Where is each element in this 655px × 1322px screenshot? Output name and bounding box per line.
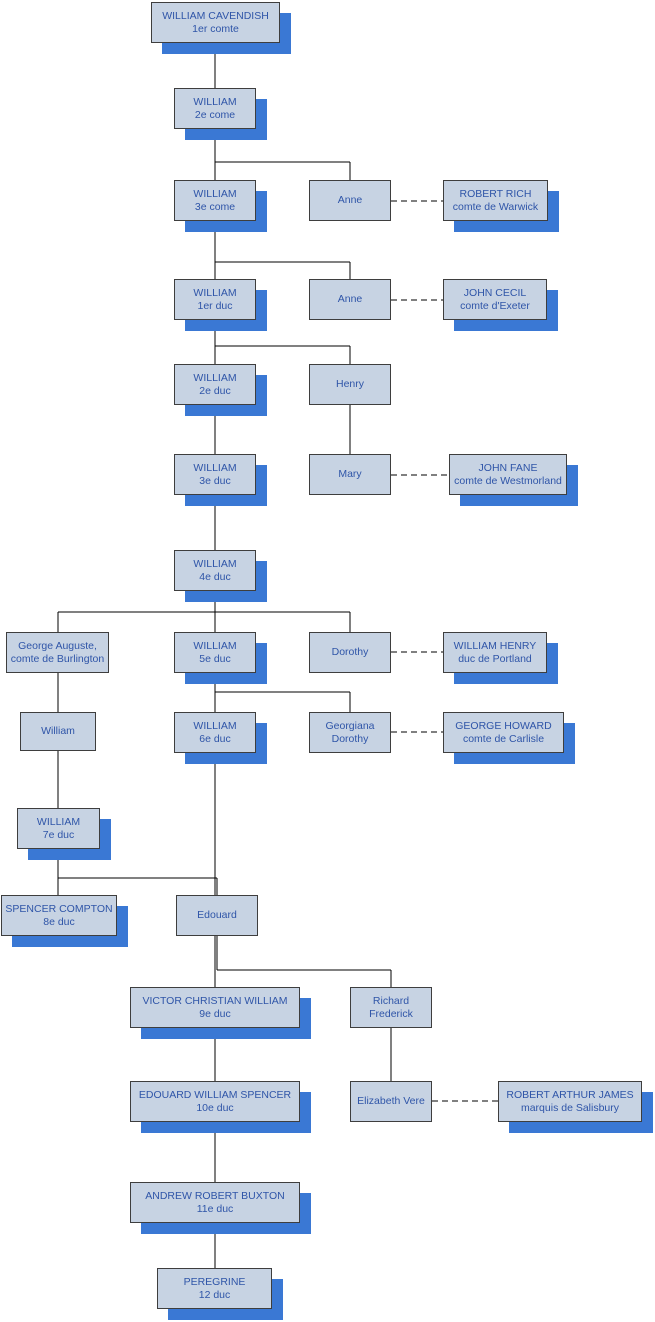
person-name: Anne bbox=[337, 293, 363, 305]
person-robert-rich: ROBERT RICH comte de Warwick bbox=[443, 180, 548, 221]
person-edouard: Edouard bbox=[176, 895, 258, 936]
person-name: PEREGRINE bbox=[183, 1275, 246, 1288]
person-name: WILLIAM bbox=[193, 187, 237, 200]
person-title: 4e duc bbox=[199, 570, 231, 583]
person-name: WILLIAM bbox=[193, 95, 237, 108]
person-name: George Auguste, bbox=[18, 639, 97, 652]
person-name: GEORGE HOWARD bbox=[455, 719, 552, 732]
person-william: William bbox=[20, 712, 96, 751]
person-william-5e-duc: WILLIAM 5e duc bbox=[174, 632, 256, 673]
person-title: 7e duc bbox=[42, 828, 75, 841]
person-title: 5e duc bbox=[199, 652, 231, 665]
person-title: 2e duc bbox=[199, 384, 231, 397]
person-title: 3e duc bbox=[199, 474, 231, 487]
person-name: SPENCER COMPTON bbox=[5, 902, 113, 915]
person-name: ANDREW ROBERT BUXTON bbox=[145, 1189, 285, 1202]
person-william-3e-duc: WILLIAM 3e duc bbox=[174, 454, 256, 495]
person-william-2e-come: WILLIAM 2e come bbox=[174, 88, 256, 129]
person-george-auguste: George Auguste, comte de Burlington bbox=[6, 632, 109, 673]
person-william-henry: WILLIAM HENRY duc de Portland bbox=[443, 632, 547, 673]
person-william-6e-duc: WILLIAM 6e duc bbox=[174, 712, 256, 753]
person-title: 8e duc bbox=[43, 915, 75, 928]
person-name: JOHN CECIL bbox=[463, 286, 527, 299]
person-name: VICTOR CHRISTIAN WILLIAM bbox=[142, 994, 288, 1007]
person-william-7e-duc: WILLIAM 7e duc bbox=[17, 808, 100, 849]
person-name: Richard bbox=[372, 994, 410, 1007]
person-richard-frederick: Richard Frederick bbox=[350, 987, 432, 1028]
person-title: Dorothy bbox=[331, 732, 369, 745]
person-andrew-robert-buxton: ANDREW ROBERT BUXTON 11e duc bbox=[130, 1182, 300, 1223]
person-title: 12 duc bbox=[198, 1288, 231, 1301]
person-spencer-compton: SPENCER COMPTON 8e duc bbox=[1, 895, 117, 936]
person-william-3e-come: WILLIAM 3e come bbox=[174, 180, 256, 221]
person-title: 1er duc bbox=[197, 299, 233, 312]
person-william-2e-duc: WILLIAM 2e duc bbox=[174, 364, 256, 405]
person-title: comte de Westmorland bbox=[454, 474, 562, 487]
person-name: WILLIAM bbox=[36, 815, 81, 828]
person-title: comte de Carlisle bbox=[462, 732, 545, 745]
person-john-fane: JOHN FANE comte de Westmorland bbox=[449, 454, 567, 495]
person-john-cecil: JOHN CECIL comte d'Exeter bbox=[443, 279, 547, 320]
person-title: duc de Portland bbox=[458, 652, 532, 665]
person-henry: Henry bbox=[309, 364, 391, 405]
person-title: Frederick bbox=[369, 1007, 413, 1020]
person-name: Dorothy bbox=[331, 646, 369, 658]
person-title: 6e duc bbox=[199, 732, 231, 745]
person-name: Edouard bbox=[197, 909, 237, 921]
person-title: marquis de Salisbury bbox=[520, 1101, 620, 1114]
person-name: WILLIAM bbox=[193, 461, 237, 474]
person-name: WILLIAM bbox=[193, 371, 237, 384]
person-name: ROBERT ARTHUR JAMES bbox=[506, 1088, 634, 1101]
person-name: WILLIAM bbox=[193, 557, 237, 570]
person-name: ROBERT RICH bbox=[459, 187, 532, 200]
person-name: WILLIAM bbox=[193, 719, 237, 732]
person-name: WILLIAM bbox=[193, 286, 237, 299]
person-name: EDOUARD WILLIAM SPENCER bbox=[138, 1088, 292, 1101]
person-dorothy: Dorothy bbox=[309, 632, 391, 673]
person-anne-1: Anne bbox=[309, 180, 391, 221]
person-title: comte de Warwick bbox=[452, 200, 539, 213]
person-name: WILLIAM CAVENDISH bbox=[162, 9, 269, 22]
person-title: comte d'Exeter bbox=[460, 299, 530, 312]
person-elizabeth-vere: Elizabeth Vere bbox=[350, 1081, 432, 1122]
person-mary: Mary bbox=[309, 454, 391, 495]
person-title: comte de Burlington bbox=[10, 652, 105, 665]
person-title: 3e come bbox=[194, 200, 236, 213]
person-victor-christian-william: VICTOR CHRISTIAN WILLIAM 9e duc bbox=[130, 987, 300, 1028]
person-anne-2: Anne bbox=[309, 279, 391, 320]
person-william-1er-duc: WILLIAM 1er duc bbox=[174, 279, 256, 320]
person-name: Anne bbox=[337, 194, 363, 206]
person-name: WILLIAM HENRY bbox=[453, 639, 537, 652]
person-william-cavendish: WILLIAM CAVENDISH 1er comte bbox=[151, 2, 280, 43]
person-name: WILLIAM bbox=[193, 639, 237, 652]
person-name: Henry bbox=[335, 378, 364, 390]
person-william-4e-duc: WILLIAM 4e duc bbox=[174, 550, 256, 591]
person-peregrine: PEREGRINE 12 duc bbox=[157, 1268, 272, 1309]
person-title: 10e duc bbox=[196, 1101, 234, 1114]
person-edouard-william-spencer: EDOUARD WILLIAM SPENCER 10e duc bbox=[130, 1081, 300, 1122]
person-robert-arthur-james: ROBERT ARTHUR JAMES marquis de Salisbury bbox=[498, 1081, 642, 1122]
person-name: William bbox=[41, 725, 75, 737]
person-george-howard: GEORGE HOWARD comte de Carlisle bbox=[443, 712, 564, 753]
person-title: 9e duc bbox=[199, 1007, 231, 1020]
person-name: Elizabeth Vere bbox=[357, 1095, 425, 1107]
person-title: 1er comte bbox=[192, 22, 239, 35]
person-name: Mary bbox=[338, 468, 362, 480]
person-name: JOHN FANE bbox=[478, 461, 538, 474]
person-title: 2e come bbox=[194, 108, 236, 121]
person-name: Georgiana bbox=[325, 719, 375, 732]
person-title: 11e duc bbox=[196, 1202, 234, 1215]
person-georgiana-dorothy: Georgiana Dorothy bbox=[309, 712, 391, 753]
